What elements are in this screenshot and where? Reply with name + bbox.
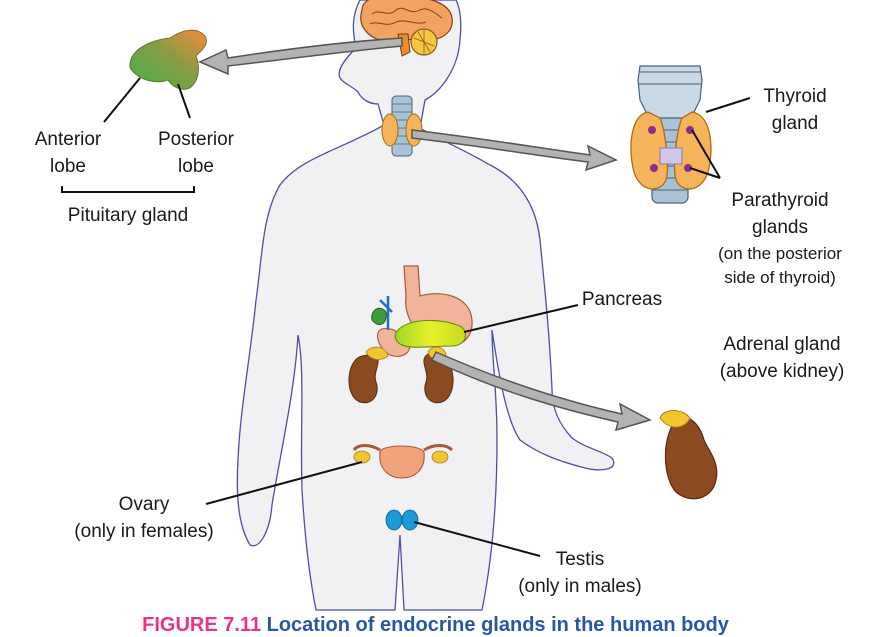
label-pancreas: Pancreas — [582, 289, 662, 310]
kidney-enlarged — [659, 410, 718, 500]
pituitary-bracket — [61, 186, 195, 193]
label-parathyroid-line1: Parathyroid — [731, 190, 828, 211]
label-pituitary-gland: Pituitary gland — [68, 205, 188, 226]
label-ovary-line2: (only in females) — [74, 521, 213, 542]
testes — [385, 509, 419, 531]
label-posterior-line2: lobe — [178, 156, 214, 177]
label-adrenal-line2: (above kidney) — [720, 361, 845, 382]
label-testis-line1: Testis — [556, 549, 605, 570]
leader-posterior — [177, 83, 191, 119]
label-testis-line2: (only in males) — [518, 576, 642, 597]
leader-parathyroid-a — [691, 129, 721, 179]
label-anterior-line1: Anterior — [35, 129, 102, 150]
leader-testis — [413, 521, 541, 557]
label-parathyroid-line3: (on the posterior — [718, 244, 842, 263]
arrow-to-pituitary — [198, 37, 403, 76]
arrow-to-adrenal — [430, 351, 652, 432]
figure-caption-text: Location of endocrine glands in the huma… — [266, 614, 729, 636]
female-reproductive — [352, 444, 454, 479]
label-adrenal-line1: Adrenal gland — [723, 334, 840, 355]
label-anterior-line2: lobe — [50, 156, 86, 177]
arrow-to-thyroid — [411, 129, 618, 172]
figure-number: FIGURE 7.11 — [142, 614, 262, 636]
label-ovary-line1: Ovary — [119, 494, 170, 515]
pancreas — [394, 319, 467, 348]
label-thyroid-line1: Thyroid — [763, 86, 826, 107]
leader-thyroid — [705, 97, 751, 113]
leader-parathyroid-b — [689, 167, 721, 179]
leader-pancreas — [463, 304, 579, 333]
leader-anterior — [103, 77, 141, 123]
label-thyroid-line2: gland — [772, 113, 819, 134]
pituitary-gland-enlarged — [129, 29, 207, 90]
label-posterior-line1: Posterior — [158, 129, 235, 150]
label-parathyroid-line2: glands — [752, 217, 808, 238]
figure-caption: FIGURE 7.11 Location of endocrine glands… — [0, 614, 871, 637]
leader-ovary — [205, 461, 363, 505]
label-parathyroid-line4: side of thyroid) — [724, 268, 836, 287]
thyroid-enlarged — [630, 65, 712, 204]
